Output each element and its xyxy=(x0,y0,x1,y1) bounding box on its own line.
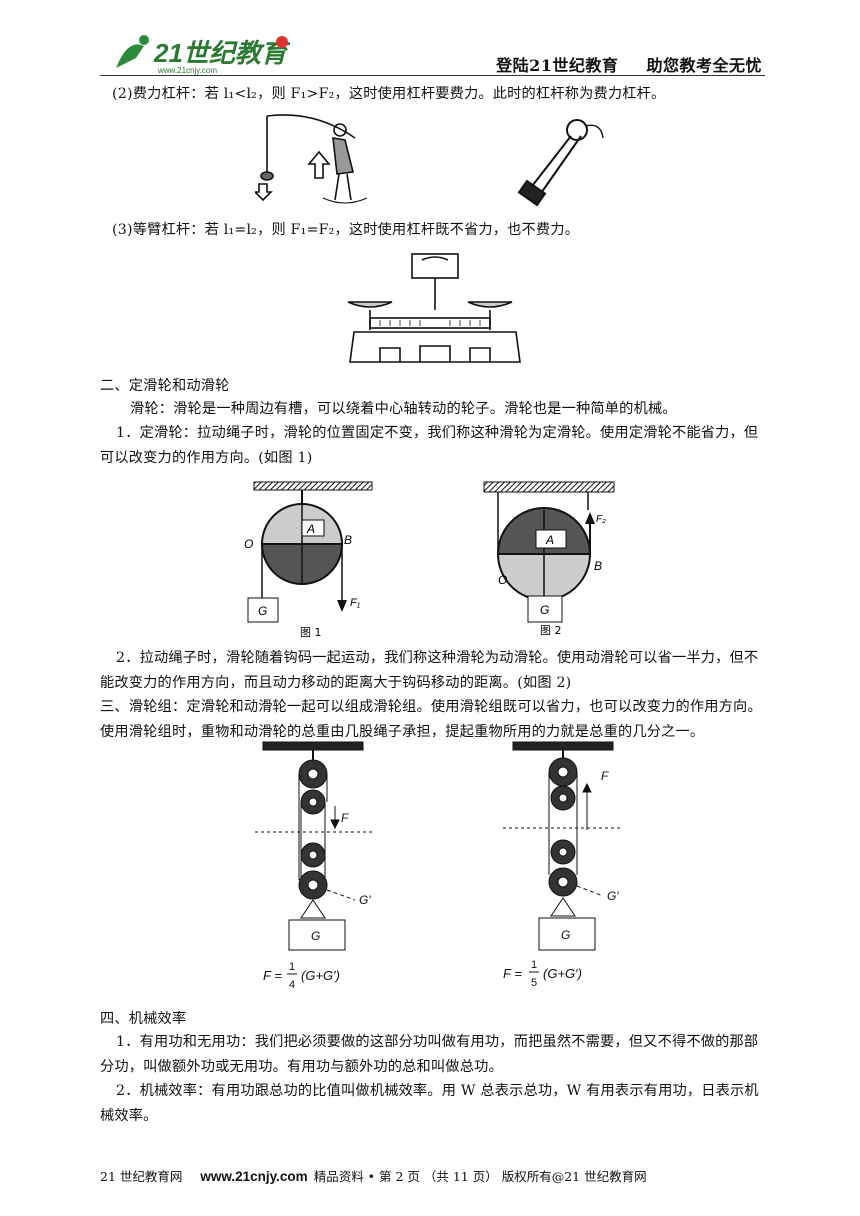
formula-left-prefix: F = xyxy=(263,968,282,983)
logo-text: 21世纪教育 xyxy=(153,38,290,68)
label-a-2: A xyxy=(545,533,554,547)
logo-url: www.21cnjy.com xyxy=(157,66,217,75)
slogan-1: 登陆21世纪教育 xyxy=(496,56,619,75)
site-logo[interactable]: 21世纪教育 www.21cnjy.com xyxy=(110,28,291,76)
label-f1: F₁ xyxy=(350,597,361,609)
footer-site: 21 世纪教育网 xyxy=(100,1169,183,1184)
para-equal-lever: (3)等臂杠杆：若 l₁=l₂，则 F₁=F₂，这时使用杠杆既不省力，也不费力。 xyxy=(112,222,580,238)
label-f-right: F xyxy=(601,769,609,783)
formula-left-den: 4 xyxy=(289,979,295,991)
page-footer: 21 世纪教育网 www.21cnjy.com 精品资料 • 第 2 页 （共 11… xyxy=(100,1166,647,1185)
formula-right: F = 1 5 (G+G′) xyxy=(503,959,582,989)
pulley-block-left: F G′ G xyxy=(255,741,373,951)
para-movable-pulley: 2．拉动绳子时，滑轮随着钩码一起运动，我们称这种滑轮为动滑轮。使用动滑轮可以省一… xyxy=(100,650,759,691)
footer-info: 精品资料 • 第 2 页 （共 11 页） 版权所有@21 世纪教育网 xyxy=(313,1169,647,1184)
figure-balance xyxy=(347,253,521,363)
para-useful-work: 1．有用功和无用功：我们把必须要做的这部分功叫做有用功，而把虽然不需要，但又不得… xyxy=(100,1034,759,1075)
figure-1: A O B G F₁ 图 1 xyxy=(244,481,373,639)
figure-costly-levers xyxy=(255,114,604,207)
label-b: B xyxy=(344,533,352,547)
formula-right-den: 5 xyxy=(531,977,537,989)
label-g-right: G xyxy=(561,928,570,942)
label-f2: F₂ xyxy=(596,514,606,525)
para-costly-lever: (2)费力杠杆：若 l₁<l₂，则 F₁>F₂，这时使用杠杆要费力。此时的杠杆称… xyxy=(112,86,666,102)
label-gp-right: G′ xyxy=(607,889,619,903)
slogan-2: 助您教考全无忧 xyxy=(646,56,762,75)
figure-pulley-blocks: F G′ G F = 1 4 (G+G′) F G′ G F = 1 5 xyxy=(255,741,623,991)
label-a: A xyxy=(306,522,315,536)
formula-right-prefix: F = xyxy=(503,966,522,981)
label-g-left: G xyxy=(311,929,320,943)
figure-2: A F₂ B O G 图 2 xyxy=(483,481,615,637)
caption-fig2: 图 2 xyxy=(540,624,562,637)
para-fixed-pulley: 1．定滑轮：拉动绳子时，滑轮的位置固定不变，我们称这种滑轮为定滑轮。使用定滑轮不… xyxy=(100,425,759,466)
header-rule xyxy=(100,75,765,76)
formula-left-num: 1 xyxy=(289,961,295,973)
label-g: G xyxy=(258,604,267,618)
formula-right-suffix: (G+G′) xyxy=(543,966,582,981)
formula-left: F = 1 4 (G+G′) xyxy=(263,961,340,991)
heading-pulleys: 二、定滑轮和动滑轮 xyxy=(100,378,230,394)
heading-efficiency: 四、机械效率 xyxy=(100,1011,187,1027)
figure-pulleys-1-2: A O B G F₁ 图 1 A F₂ B O G 图 2 xyxy=(244,481,615,639)
caption-fig1: 图 1 xyxy=(300,626,322,639)
label-o: O xyxy=(244,537,253,551)
para-pulley-def: 滑轮：滑轮是一种周边有槽，可以绕着中心轴转动的轮子。滑轮也是一种简单的机械。 xyxy=(130,401,677,417)
label-gp-left: G′ xyxy=(359,893,371,907)
formula-right-num: 1 xyxy=(531,959,537,971)
para-pulley-block: 三、滑轮组：定滑轮和动滑轮一起可以组成滑轮组。使用滑轮组既可以省力，也可以改变力… xyxy=(100,699,762,740)
header-slogan: 登陆21世纪教育 助您教考全无忧 xyxy=(474,52,762,76)
footer-url[interactable]: www.21cnjy.com xyxy=(200,1169,308,1184)
formula-left-suffix: (G+G′) xyxy=(301,968,340,983)
para-efficiency: 2．机械效率：有用功跟总功的比值叫做机械效率。用 W 总表示总功，W 有用表示有… xyxy=(100,1083,759,1124)
label-g-2: G xyxy=(540,603,549,617)
pulley-block-right: F G′ G xyxy=(503,741,623,951)
label-f-left: F xyxy=(341,811,349,825)
label-b-2: B xyxy=(594,559,602,573)
label-o-2: O xyxy=(498,573,507,587)
